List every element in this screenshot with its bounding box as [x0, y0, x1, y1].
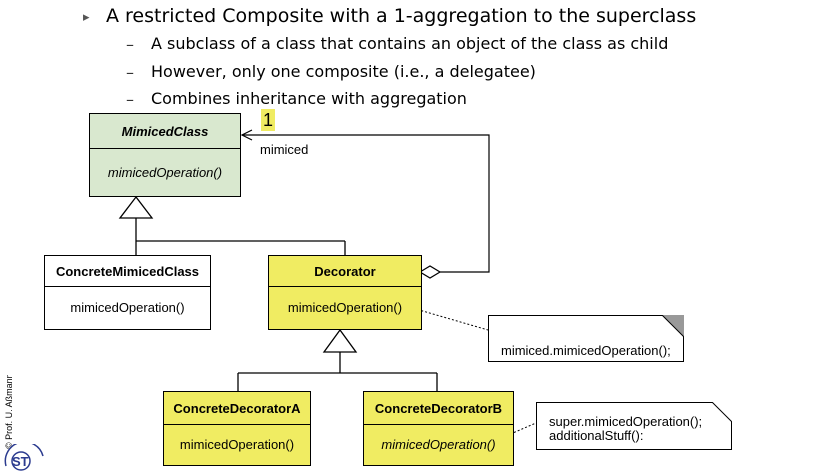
class-operation: mimicedOperation() [179, 437, 295, 452]
copyright-text: © Prof. U. Aßmann [4, 375, 14, 449]
role-label: mimiced [260, 142, 309, 157]
sub-bullet-3: Combines inheritance with aggregation [151, 89, 467, 108]
class-operation: mimicedOperation() [107, 164, 223, 180]
sub-bullet-marker: – [126, 63, 134, 82]
generalization-arrow-top [118, 195, 154, 219]
aggregation-line [242, 134, 490, 273]
sub-bullet-2: However, only one composite (i.e., a del… [151, 62, 536, 81]
note-fold-icon [712, 402, 732, 422]
decorator-box: Decorator mimicedOperation() [268, 255, 422, 330]
class-operation: mimicedOperation() [287, 300, 403, 315]
concrete-mimiced-class-box: ConcreteMimicedClass mimicedOperation() [44, 255, 211, 330]
bullet-marker: ▸ [83, 10, 90, 25]
aggregation-arrowhead [240, 129, 253, 141]
main-bullet: A restricted Composite with a 1-aggregat… [106, 5, 697, 27]
class-name: ConcreteDecoratorA [164, 392, 310, 425]
mimiced-class-box: MimicedClass mimicedOperation() [89, 113, 241, 197]
class-operation: mimicedOperation() [70, 300, 185, 315]
note-text-line-1: super.mimicedOperation(); [549, 414, 703, 429]
note-fold-icon [662, 315, 684, 337]
decorator-b-note: super.mimicedOperation(); additionalStuf… [536, 402, 732, 450]
sub-bullet-1: A subclass of a class that contains an o… [151, 34, 669, 53]
class-operation: mimicedOperation() [381, 437, 496, 452]
logo-icon: ST [4, 444, 44, 471]
decorator-note: mimiced.mimicedOperation(); [488, 315, 684, 362]
class-name: MimicedClass [90, 114, 240, 149]
multiplicity-label: 1 [261, 109, 276, 131]
class-name: ConcreteMimicedClass [45, 256, 210, 287]
generalization-arrow-bottom [322, 328, 358, 353]
class-name: ConcreteDecoratorB [364, 392, 513, 425]
class-name: Decorator [269, 256, 421, 287]
note-text-line-2: additionalStuff(): [549, 428, 644, 443]
note-text: mimiced.mimicedOperation(); [501, 343, 671, 358]
concrete-decorator-a-box: ConcreteDecoratorA mimicedOperation() [163, 391, 311, 466]
svg-text:ST: ST [12, 454, 29, 469]
sub-bullet-marker: – [126, 35, 134, 54]
concrete-decorator-b-box: ConcreteDecoratorB mimicedOperation() [363, 391, 514, 466]
aggregation-diamond [418, 265, 442, 279]
sub-bullet-marker: – [126, 90, 134, 109]
svg-text:© Prof. U. Aßmann: © Prof. U. Aßmann [4, 375, 14, 449]
note-anchor-decorator [401, 304, 489, 331]
